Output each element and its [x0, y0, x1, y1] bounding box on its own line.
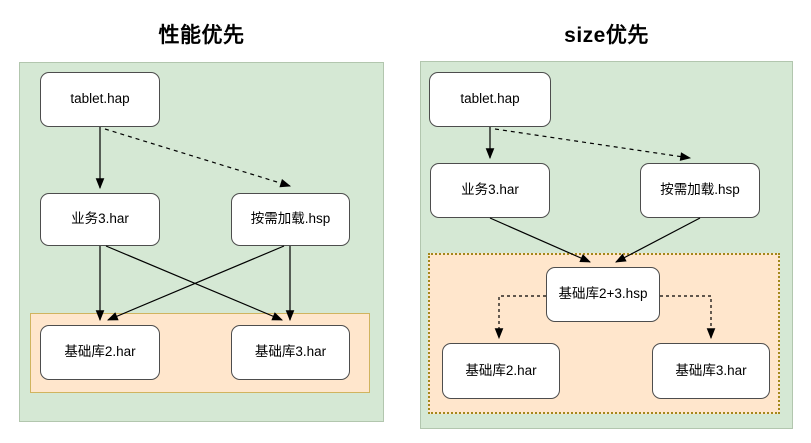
right-node-combined-hsp: 基础库2+3.hsp [546, 267, 660, 322]
right-diagram-title: size优先 [564, 24, 649, 47]
left-node-base3-har: 基础库3.har [231, 325, 350, 380]
right-node-base2-har: 基础库2.har [442, 343, 560, 399]
right-node-business-har: 业务3.har [430, 163, 550, 218]
left-diagram-title: 性能优先 [158, 24, 245, 47]
left-node-base2-har: 基础库2.har [40, 325, 160, 380]
left-node-ondemand-hsp: 按需加载.hsp [231, 193, 350, 246]
right-node-ondemand-hsp: 按需加载.hsp [640, 163, 760, 218]
left-node-tablet-hap: tablet.hap [40, 72, 160, 127]
left-node-business-har: 业务3.har [40, 193, 160, 246]
right-node-base3-har: 基础库3.har [652, 343, 770, 399]
right-node-tablet-hap: tablet.hap [429, 72, 551, 127]
